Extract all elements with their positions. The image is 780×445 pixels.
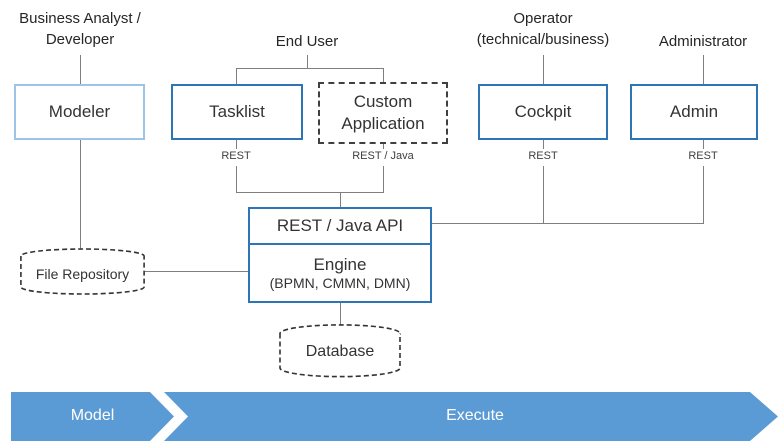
execute-arrow-shape: [164, 392, 778, 441]
actor-business-analyst-developer: Business Analyst / Developer: [19, 10, 141, 48]
connector-end-user-tasklist: [236, 68, 237, 84]
connector-file-repository-engine: [145, 271, 248, 272]
connector-end-user-custom-application: [383, 68, 384, 82]
model-arrow-shape: [11, 392, 174, 441]
connector-tasklist-rest-lower: [236, 166, 237, 192]
engine-title: Engine: [313, 255, 367, 274]
protocol-label-tasklist: REST: [221, 150, 251, 162]
connector-end-user-split-bar: [236, 68, 383, 69]
connector-cockpit-rest-lower: [543, 166, 544, 223]
node-tasklist: Tasklist: [171, 84, 303, 140]
file-repository-label: File Repository: [35, 266, 130, 282]
database-label: Database: [305, 343, 375, 360]
connector-modeler-file-repository: [80, 140, 81, 250]
connector-administrator-admin: [703, 55, 704, 84]
phase-model-label: Model: [70, 407, 115, 424]
connector-join-bar: [236, 192, 384, 193]
node-api-engine-stack: REST / Java API Engine (BPMN, CMMN, DMN): [248, 207, 432, 303]
file-repository-cylinder: [20, 248, 145, 295]
phase-arrows: [11, 392, 778, 441]
connector-end-user-stem: [307, 55, 308, 68]
actor-end-user: End User: [275, 33, 339, 50]
node-engine: Engine (BPMN, CMMN, DMN): [250, 245, 430, 301]
actor-administrator: Administrator: [658, 33, 748, 50]
protocol-label-admin: REST: [688, 150, 718, 162]
connector-operator-cockpit: [543, 55, 544, 84]
protocol-label-custom-application: REST / Java: [352, 150, 414, 162]
database-cylinder: [279, 324, 401, 378]
connector-cockpit-rest-upper: [543, 140, 544, 149]
connector-tasklist-rest-upper: [236, 140, 237, 149]
connector-admin-rest-upper: [703, 140, 704, 149]
node-admin: Admin: [630, 84, 758, 140]
actor-operator: Operator (technical/business): [476, 10, 610, 48]
connector-custom-app-rest-upper: [383, 144, 384, 149]
connector-business-analyst-modeler: [80, 55, 81, 84]
protocol-label-cockpit: REST: [528, 150, 558, 162]
connector-api-right-bar: [432, 223, 704, 224]
connector-api-drop: [340, 192, 341, 207]
node-modeler: Modeler: [14, 84, 145, 140]
node-rest-java-api: REST / Java API: [250, 209, 430, 245]
node-cockpit: Cockpit: [478, 84, 608, 140]
connector-admin-rest-lower: [703, 166, 704, 223]
engine-subtitle: (BPMN, CMMN, DMN): [269, 275, 411, 291]
connector-engine-database: [340, 303, 341, 325]
node-custom-application: Custom Application: [318, 82, 448, 144]
connector-custom-app-rest-lower: [383, 166, 384, 192]
phase-execute-label: Execute: [446, 407, 504, 424]
